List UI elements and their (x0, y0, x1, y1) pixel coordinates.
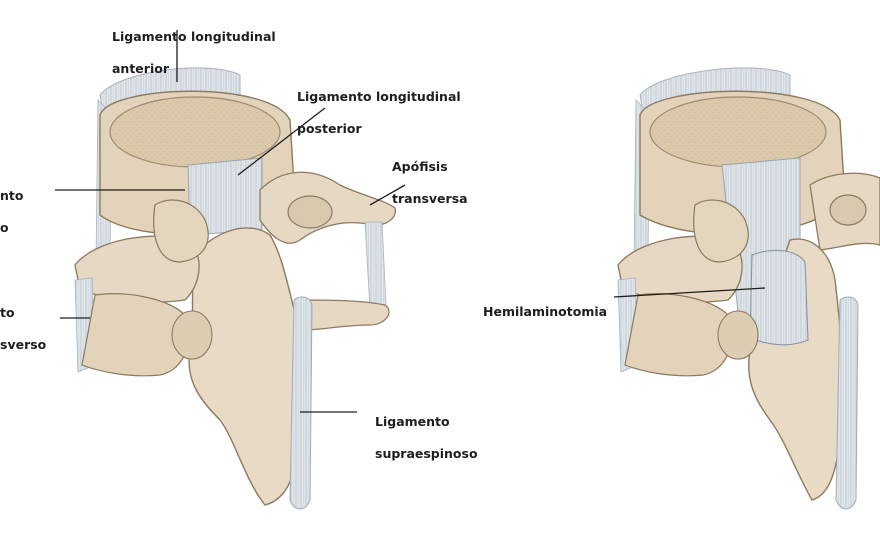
supraspinous-ligament (289, 296, 313, 510)
label-apofisis-line1: Apófisis (392, 159, 448, 174)
label-posterior-line2: posterior (297, 121, 362, 136)
right-vertebra (617, 67, 880, 510)
facet-joint-right-view (717, 310, 759, 360)
label-supra-line1: Ligamento (375, 414, 450, 429)
disc-surface-right (649, 96, 827, 168)
label-apofisis-line2: transversa (392, 191, 468, 206)
hemilaminotomy-window (749, 249, 809, 346)
facet-left-view (287, 195, 333, 229)
label-supraspinous: Ligamento supraespinoso (375, 398, 478, 478)
lamina-spinous-left-view (188, 227, 307, 506)
facet-right-view (829, 194, 867, 226)
label-inter-line1: to (0, 305, 15, 320)
label-supra-line2: supraespinoso (375, 446, 478, 461)
label-amarillo-line2: o (0, 220, 9, 235)
label-hemilaminotomy: Hemilaminotomia (483, 288, 607, 336)
label-hemi-text: Hemilaminotomia (483, 304, 608, 319)
label-anterior-line2: anterior (112, 61, 169, 76)
label-posterior-ligament: Ligamento longitudinal posterior (297, 73, 461, 153)
label-inter-line2: sverso (0, 337, 47, 352)
lower-facet-right-view (624, 293, 733, 377)
disc-surface-left (109, 96, 281, 168)
facet-joint-left (171, 310, 213, 360)
leader-apofisis (369, 184, 406, 206)
label-anterior-ligament: Ligamento longitudinal anterior (112, 13, 276, 93)
leader-posterior (237, 107, 326, 176)
label-amarillo-cut: nto o (0, 172, 23, 252)
label-posterior-line1: Ligamento longitudinal (297, 89, 461, 104)
label-transverse-process: Apófisis transversa (392, 143, 468, 223)
label-amarillo-line1: nto (0, 188, 24, 203)
intertransverse-ligament-right (364, 221, 387, 311)
left-leader-lines (55, 30, 406, 413)
left-vertebra (74, 67, 397, 510)
supraspinous-ligament-right-view (835, 296, 859, 510)
label-intertransverse-cut: to sverso (0, 289, 46, 369)
right-leader-lines (613, 287, 766, 298)
label-anterior-line1: Ligamento longitudinal (112, 29, 276, 44)
lower-transverse-process (299, 299, 390, 331)
leader-hemilaminotomia (613, 287, 766, 298)
superior-process-right-view (693, 199, 749, 263)
superior-articular-process-left (153, 199, 209, 263)
